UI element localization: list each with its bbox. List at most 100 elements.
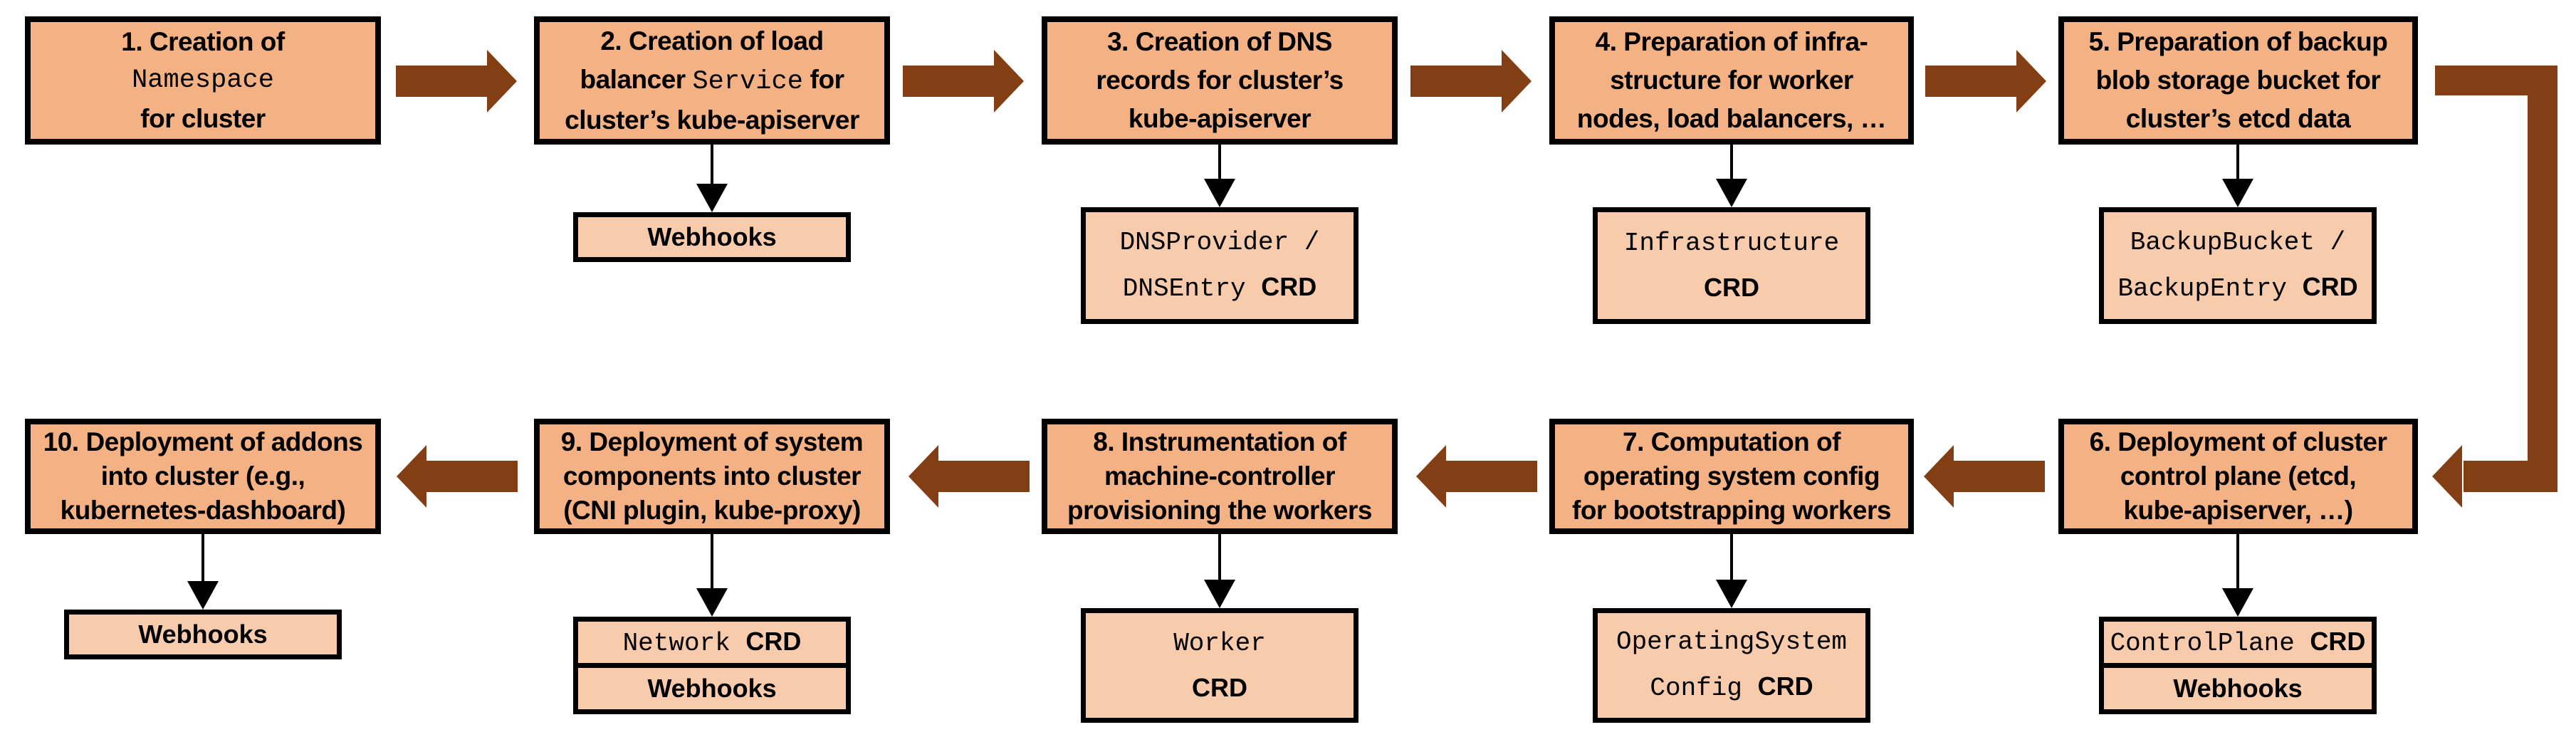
step-box-3: 3. Creation of DNS records for cluster’s… [1042, 16, 1398, 145]
crd-row: Network CRD [578, 627, 846, 658]
webhooks-box-step6: Webhooks [2099, 663, 2377, 714]
arrow-left-icon [909, 445, 938, 508]
step-2-line-2: balancer Service for [540, 61, 884, 101]
down-connector-line [201, 534, 204, 582]
down-arrowhead-icon [1204, 179, 1235, 207]
down-connector-line [1730, 145, 1733, 180]
crd-label: CRD [2310, 627, 2366, 656]
flow-arrow-8-9-bar [938, 461, 1030, 492]
step-8-line-1: 8. Instrumentation of [1093, 427, 1346, 456]
step-3-line-2: records for cluster’s [1096, 66, 1344, 95]
step-box-9: 9. Deployment of system components into … [534, 419, 890, 534]
crd-label: CRD [2302, 271, 2358, 301]
step-8-line-3: provisioning the workers [1067, 496, 1372, 525]
arrow-right-icon [487, 50, 517, 113]
step-box-8: 8. Instrumentation of machine-controller… [1042, 419, 1398, 534]
code-text: Config [1650, 674, 1758, 703]
flow-arrow-2-3-bar [903, 66, 994, 97]
down-connector-line [711, 534, 713, 590]
elbow-connector-bottom-segment [2464, 461, 2557, 492]
webhooks-label: Webhooks [647, 674, 777, 703]
down-arrowhead-icon [2222, 588, 2253, 617]
flow-arrow-9-10-bar [426, 461, 518, 492]
step-box-2: 2. Creation of load balancer Service for… [534, 16, 890, 145]
down-arrowhead-icon [2222, 179, 2253, 207]
step-box-10: 10. Deployment of addons into cluster (e… [25, 419, 381, 534]
step-2-line-3: cluster’s kube-apiserver [565, 105, 859, 135]
crd-box-worker: Worker CRD [1081, 608, 1358, 723]
webhooks-box-step9: Webhooks [573, 663, 851, 714]
flow-arrow-3-4-bar [1410, 66, 1502, 97]
step-1-line-3: for cluster [140, 104, 266, 133]
arrow-left-icon [2432, 445, 2462, 508]
step-6-line-1: 6. Deployment of cluster [2089, 427, 2387, 456]
down-connector-line [1218, 534, 1221, 581]
crd-box-operatingsystemconfig: OperatingSystem Config CRD [1593, 608, 1870, 723]
step-box-1: 1. Creation of Namespace for cluster [25, 16, 381, 145]
label-text: for [802, 64, 844, 94]
crd-row: Config CRD [1598, 664, 1865, 711]
webhooks-box-step2: Webhooks [573, 212, 851, 262]
crd-row: DNSEntry CRD [1086, 265, 1354, 311]
down-arrowhead-icon [1716, 580, 1747, 608]
code-text: Worker [1173, 628, 1266, 658]
down-connector-line [2236, 534, 2239, 590]
flow-arrow-7-8-bar [1446, 461, 1537, 492]
crd-label: CRD [1261, 271, 1317, 301]
crd-label: CRD [1757, 672, 1813, 701]
arrow-left-icon [397, 445, 426, 508]
step-1-line-1: 1. Creation of [121, 27, 285, 56]
step-9-line-3: (CNI plugin, kube-proxy) [563, 496, 861, 525]
step-2-line-1: 2. Creation of load [600, 26, 824, 56]
crd-row: BackupEntry CRD [2104, 265, 2372, 311]
step-5-line-2: blob storage bucket for [2095, 66, 2381, 95]
step-10-line-3: kubernetes-dashboard) [60, 496, 346, 525]
code-text: Service [692, 66, 803, 97]
arrow-left-icon [1416, 445, 1446, 508]
code-text: Network [622, 629, 746, 658]
flow-arrow-1-2-bar [396, 66, 487, 97]
webhooks-label: Webhooks [2173, 674, 2303, 703]
crd-box-backup: BackupBucket / BackupEntry CRD [2099, 207, 2377, 324]
step-6-line-3: kube-apiserver, …) [2123, 496, 2353, 525]
webhooks-label: Webhooks [138, 620, 268, 649]
step-box-5: 5. Preparation of backup blob storage bu… [2058, 16, 2418, 145]
crd-label: CRD [1192, 672, 1247, 702]
step-9-line-1: 9. Deployment of system [560, 427, 864, 456]
step-10-line-1: 10. Deployment of addons [43, 427, 363, 456]
crd-row: ControlPlane CRD [2104, 627, 2372, 658]
code-text: DNSProvider / [1119, 227, 1320, 257]
step-4-line-2: structure for worker [1610, 66, 1853, 95]
down-connector-line [711, 145, 713, 185]
webhooks-label: Webhooks [647, 222, 777, 251]
step-box-6: 6. Deployment of cluster control plane (… [2058, 419, 2418, 534]
step-box-4: 4. Preparation of infra- structure for w… [1549, 16, 1914, 145]
step-7-line-2: operating system config [1583, 461, 1880, 491]
crd-box-infrastructure: Infrastructure CRD [1593, 207, 1870, 324]
down-arrowhead-icon [1204, 580, 1235, 608]
code-text: Infrastructure [1623, 229, 1840, 258]
label-text: balancer [580, 64, 693, 94]
arrow-right-icon [1502, 50, 1532, 113]
down-arrowhead-icon [696, 184, 728, 212]
step-9-line-2: components into cluster [562, 461, 862, 491]
step-3-line-1: 3. Creation of DNS [1107, 27, 1332, 56]
down-connector-line [2236, 145, 2239, 180]
code-text: BackupEntry [2117, 273, 2303, 303]
down-arrowhead-icon [696, 588, 728, 617]
step-3-line-3: kube-apiserver [1128, 104, 1311, 133]
crd-label: CRD [1704, 273, 1759, 302]
step-7-line-3: for bootstrapping workers [1572, 496, 1891, 525]
step-5-line-1: 5. Preparation of backup [2088, 27, 2388, 56]
crd-box-network: Network CRD [573, 617, 851, 668]
step-5-line-3: cluster’s etcd data [2125, 104, 2351, 133]
step-6-line-2: control plane (etcd, [2120, 461, 2357, 491]
flow-arrow-6-7-bar [1954, 461, 2045, 492]
down-connector-line [1730, 534, 1733, 581]
down-arrowhead-icon [1716, 179, 1747, 207]
crd-label: CRD [745, 627, 802, 656]
code-text: BackupBucket / [2130, 227, 2346, 257]
elbow-connector-vertical-segment [2528, 66, 2557, 492]
code-text: ControlPlane [2110, 629, 2310, 658]
